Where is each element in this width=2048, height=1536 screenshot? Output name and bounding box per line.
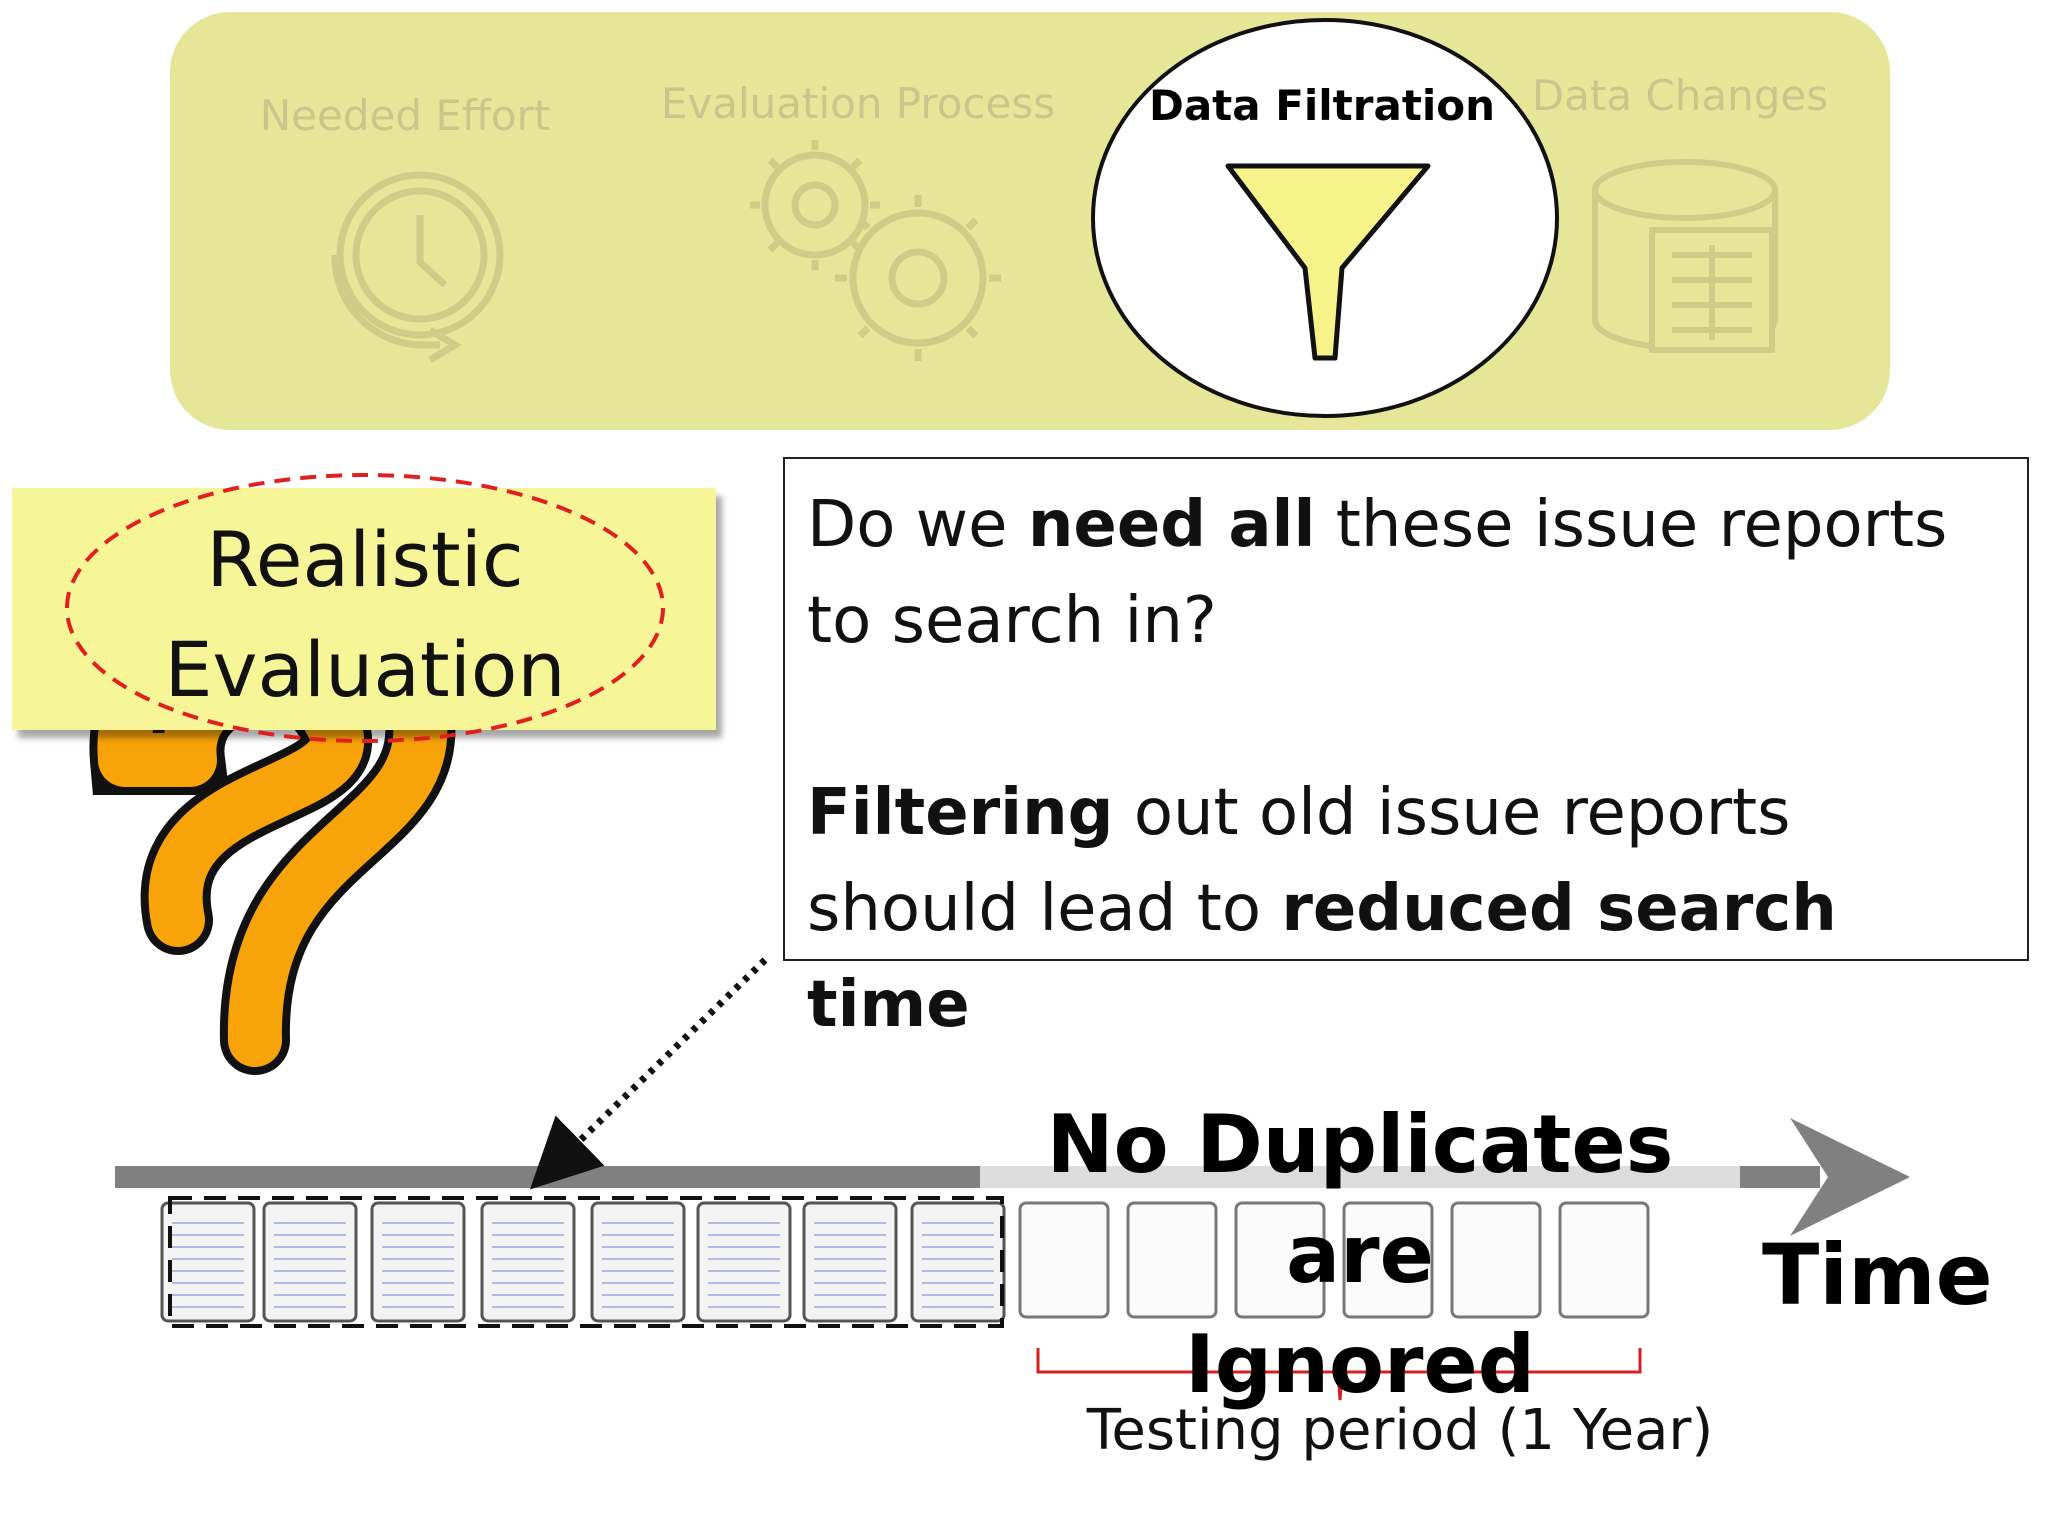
database-document-icon: [1592, 159, 1778, 353]
note-line-2: Evaluation: [164, 625, 566, 714]
no-duplicates-line-2: Ignored: [1185, 1318, 1535, 1411]
category-label-data-filtration: Data Filtration: [1149, 81, 1495, 130]
category-label-needed-effort: Needed Effort: [260, 91, 551, 140]
funnel-icon: [1225, 163, 1431, 361]
statement-paragraph: Filtering out old issue reports should l…: [807, 765, 2005, 1053]
category-label-evaluation-process: Evaluation Process: [661, 79, 1055, 128]
time-axis-label: Time: [1762, 1226, 1993, 1324]
timeline-arrowhead: [1790, 1118, 1910, 1236]
note-line-1: Realistic: [206, 515, 524, 604]
no-duplicates-line-1: No Duplicates are: [1046, 1098, 1674, 1301]
statement-text-bold-c: reduced search time: [807, 872, 1837, 1042]
gears-icon: [750, 140, 1001, 361]
question-paragraph: Do we need all these issue reports to se…: [807, 477, 2005, 669]
category-label-data-changes: Data Changes: [1532, 71, 1828, 120]
statement-text-b: out old issue reports should lead to: [807, 776, 1791, 946]
testing-period-brace: [1036, 1348, 1642, 1401]
no-duplicates-label: No Duplicates are Ignored: [980, 1090, 1740, 1420]
training-reports-selection: [168, 1196, 1004, 1328]
question-box: Do we need all these issue reports to se…: [783, 457, 2029, 1042]
question-text-bold: need all: [1027, 488, 1316, 562]
question-text-c: these issue reports to search in?: [807, 488, 1948, 658]
statement-text-bold-a: Filtering: [807, 776, 1114, 850]
testing-period-label: Testing period (1 Year): [1086, 1398, 1714, 1463]
training-reports: [160, 1201, 1006, 1323]
testing-reports: [1018, 1201, 1650, 1319]
question-text-a: Do we: [807, 488, 1028, 562]
clock-cycle-icon: [331, 171, 504, 364]
dotted-pointer-arrow: [529, 957, 768, 1190]
realistic-evaluation-text: Realistic Evaluation: [90, 505, 640, 725]
